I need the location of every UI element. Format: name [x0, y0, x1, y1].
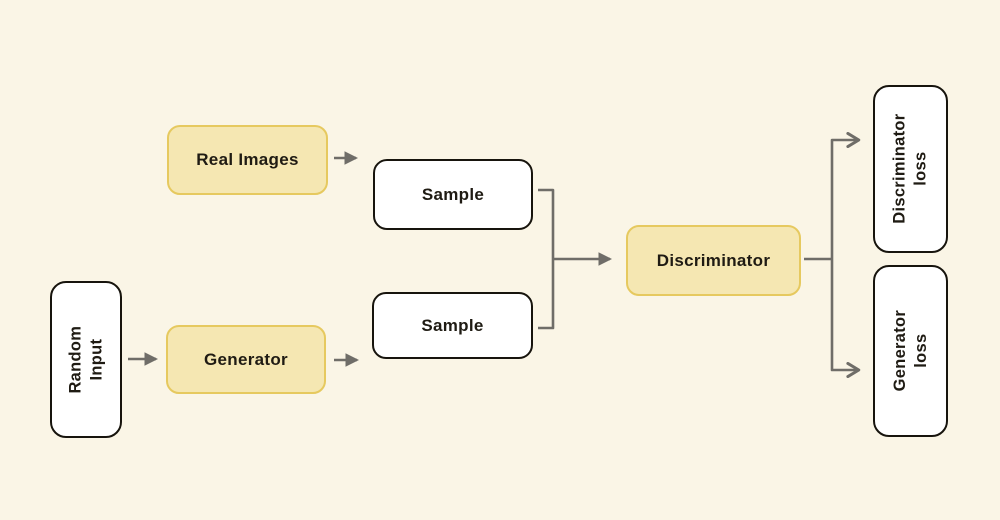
node-sample-top-label: Sample: [421, 184, 485, 204]
node-random-input-label: Random Input: [66, 325, 105, 394]
node-random-input: Random Input: [50, 281, 122, 438]
node-discriminator-loss: Discriminator loss: [873, 85, 948, 253]
node-generator-loss-label: Generator loss: [890, 310, 930, 392]
node-discriminator: Discriminator: [626, 225, 801, 296]
node-real-images-label: Real Images: [196, 150, 299, 169]
node-discriminator-loss-label: Discriminator loss: [890, 113, 930, 225]
node-generator-label: Generator: [204, 349, 288, 369]
node-real-images: Real Images: [167, 125, 328, 195]
edge-discriminator-to-discriminator-loss: [830, 140, 858, 259]
edge-samples-merge-bracket: [538, 188, 555, 330]
node-sample-bottom: Sample: [372, 292, 533, 359]
node-generator: Generator: [166, 325, 326, 394]
node-generator-loss: Generator loss: [873, 265, 948, 437]
node-discriminator-label: Discriminator: [656, 250, 771, 270]
node-sample-top: Sample: [373, 159, 533, 230]
node-sample-bottom-label: Sample: [421, 315, 484, 335]
edge-discriminator-to-generator-loss: [830, 259, 858, 370]
